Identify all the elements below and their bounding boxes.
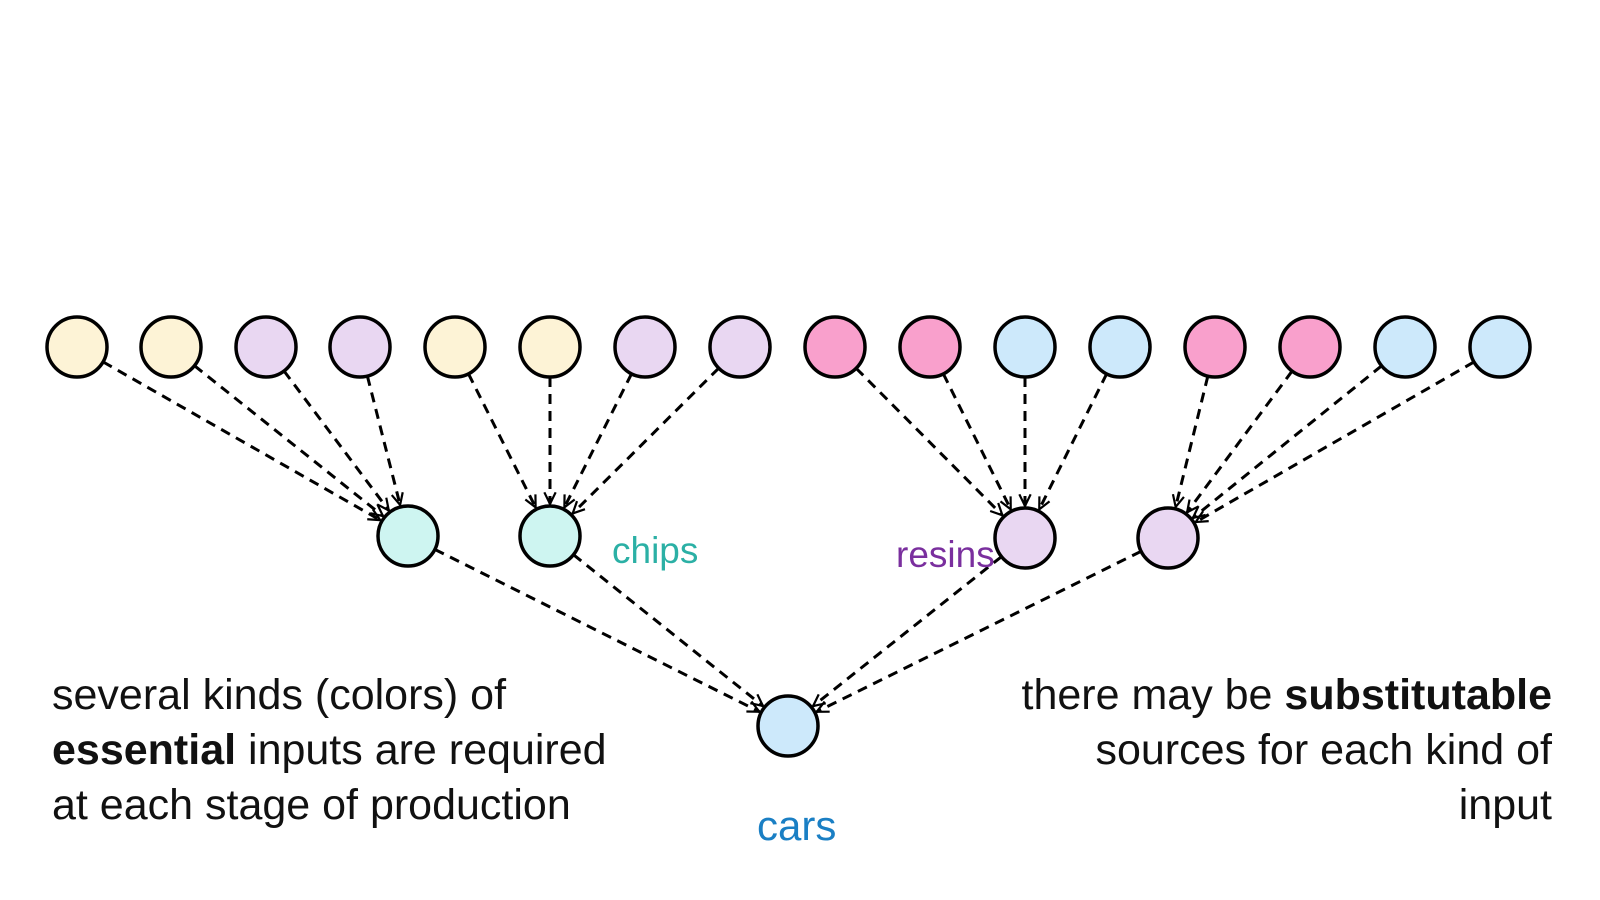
- node-s1: [45, 315, 109, 379]
- chips-node: [518, 504, 582, 568]
- cars-node: [756, 694, 820, 758]
- arrowhead-s16-to-m4: [1193, 510, 1209, 524]
- edge-s10-to-m3: [942, 373, 1013, 511]
- edge-s1-to-m1: [102, 360, 381, 522]
- node-s10: [898, 315, 962, 379]
- resins-node: [993, 506, 1057, 570]
- arrowhead-s9-to-m3: [989, 502, 1005, 518]
- arrowhead-s15-to-m4: [1190, 505, 1206, 520]
- node-s14: [1278, 315, 1342, 379]
- resins-label: resins: [896, 534, 995, 575]
- edge-s16-to-m4: [1194, 360, 1475, 524]
- node-s7: [613, 315, 677, 379]
- chips-label: chips: [612, 530, 699, 571]
- node-s5: [423, 315, 487, 379]
- edge-m1-to-cars: [434, 548, 761, 714]
- arrowhead-s4-to-m1: [390, 492, 404, 508]
- node-s2: [139, 315, 203, 379]
- arrowhead-s10-to-m3: [999, 496, 1012, 512]
- edge-m3-to-cars: [812, 555, 1003, 708]
- edge-s12-to-m3: [1037, 373, 1108, 511]
- arrowhead-s7-to-m2: [563, 494, 576, 510]
- nodes-layer: [45, 315, 1532, 758]
- arrowhead-s8-to-m2: [570, 500, 586, 516]
- edge-s14-to-m4: [1185, 370, 1294, 514]
- caption-right-line-3: input: [1458, 781, 1552, 829]
- edge-s3-to-m1: [282, 370, 390, 512]
- edge-m2-to-cars: [572, 553, 764, 708]
- caption-left-line-2-rest: inputs are required: [236, 726, 607, 774]
- caption-right-line-1-start: there may be: [1021, 671, 1285, 719]
- node-s6: [518, 315, 582, 379]
- edge-s13-to-m4: [1174, 375, 1210, 508]
- node-s16: [1468, 315, 1532, 379]
- node-s15: [1373, 315, 1437, 379]
- caption-left-line-2: essential inputs are required: [52, 723, 607, 778]
- arrowhead-m4-to-cars: [814, 700, 830, 713]
- node-s3: [234, 315, 298, 379]
- node-s4: [328, 315, 392, 379]
- essential-keyword: essential: [52, 726, 237, 774]
- edge-s5-to-m2: [467, 373, 537, 509]
- caption-substitutable-sources: there may be substitutable sources for e…: [1022, 668, 1553, 833]
- edge-m4-to-cars: [816, 549, 1142, 714]
- cars-label: cars: [757, 802, 837, 849]
- arrowhead-s12-to-m3: [1038, 496, 1051, 512]
- edge-s4-to-m1: [365, 375, 402, 506]
- caption-left-line-3: at each stage of production: [52, 781, 571, 829]
- arrowhead-s13-to-m4: [1171, 493, 1185, 510]
- substitutable-keyword: substitutable: [1284, 671, 1552, 719]
- node-s11: [993, 315, 1057, 379]
- arrowhead-s1-to-m1: [367, 508, 383, 522]
- node-s12: [1088, 315, 1152, 379]
- arrowhead-s14-to-m4: [1185, 499, 1200, 515]
- arrowhead-s11-to-m3: [1018, 493, 1032, 509]
- edge-s9-to-m3: [855, 367, 1004, 517]
- caption-right-line-2: sources for each kind of: [1095, 726, 1552, 774]
- edge-s7-to-m2: [563, 373, 633, 509]
- edge-s2-to-m1: [193, 364, 384, 518]
- edges-layer: [102, 360, 1475, 714]
- node-s8: [708, 315, 772, 379]
- node-s13: [1183, 315, 1247, 379]
- edge-s15-to-m4: [1191, 364, 1383, 520]
- node-s9: [803, 315, 867, 379]
- caption-right-line-1: there may be substitutable: [1022, 668, 1553, 723]
- node-m4: [1136, 506, 1200, 570]
- arrowhead-s5-to-m2: [524, 494, 537, 510]
- arrowhead-s6-to-m2: [543, 491, 557, 507]
- arrowhead-m2-to-cars: [750, 693, 765, 708]
- arrowhead-s3-to-m1: [376, 497, 391, 513]
- edge-s8-to-m2: [571, 367, 720, 515]
- node-m1: [376, 504, 440, 568]
- arrowhead-s2-to-m1: [370, 503, 385, 518]
- caption-left-line-1: several kinds (colors) of: [52, 671, 507, 719]
- caption-essential-inputs: several kinds (colors) of essential inpu…: [52, 668, 607, 833]
